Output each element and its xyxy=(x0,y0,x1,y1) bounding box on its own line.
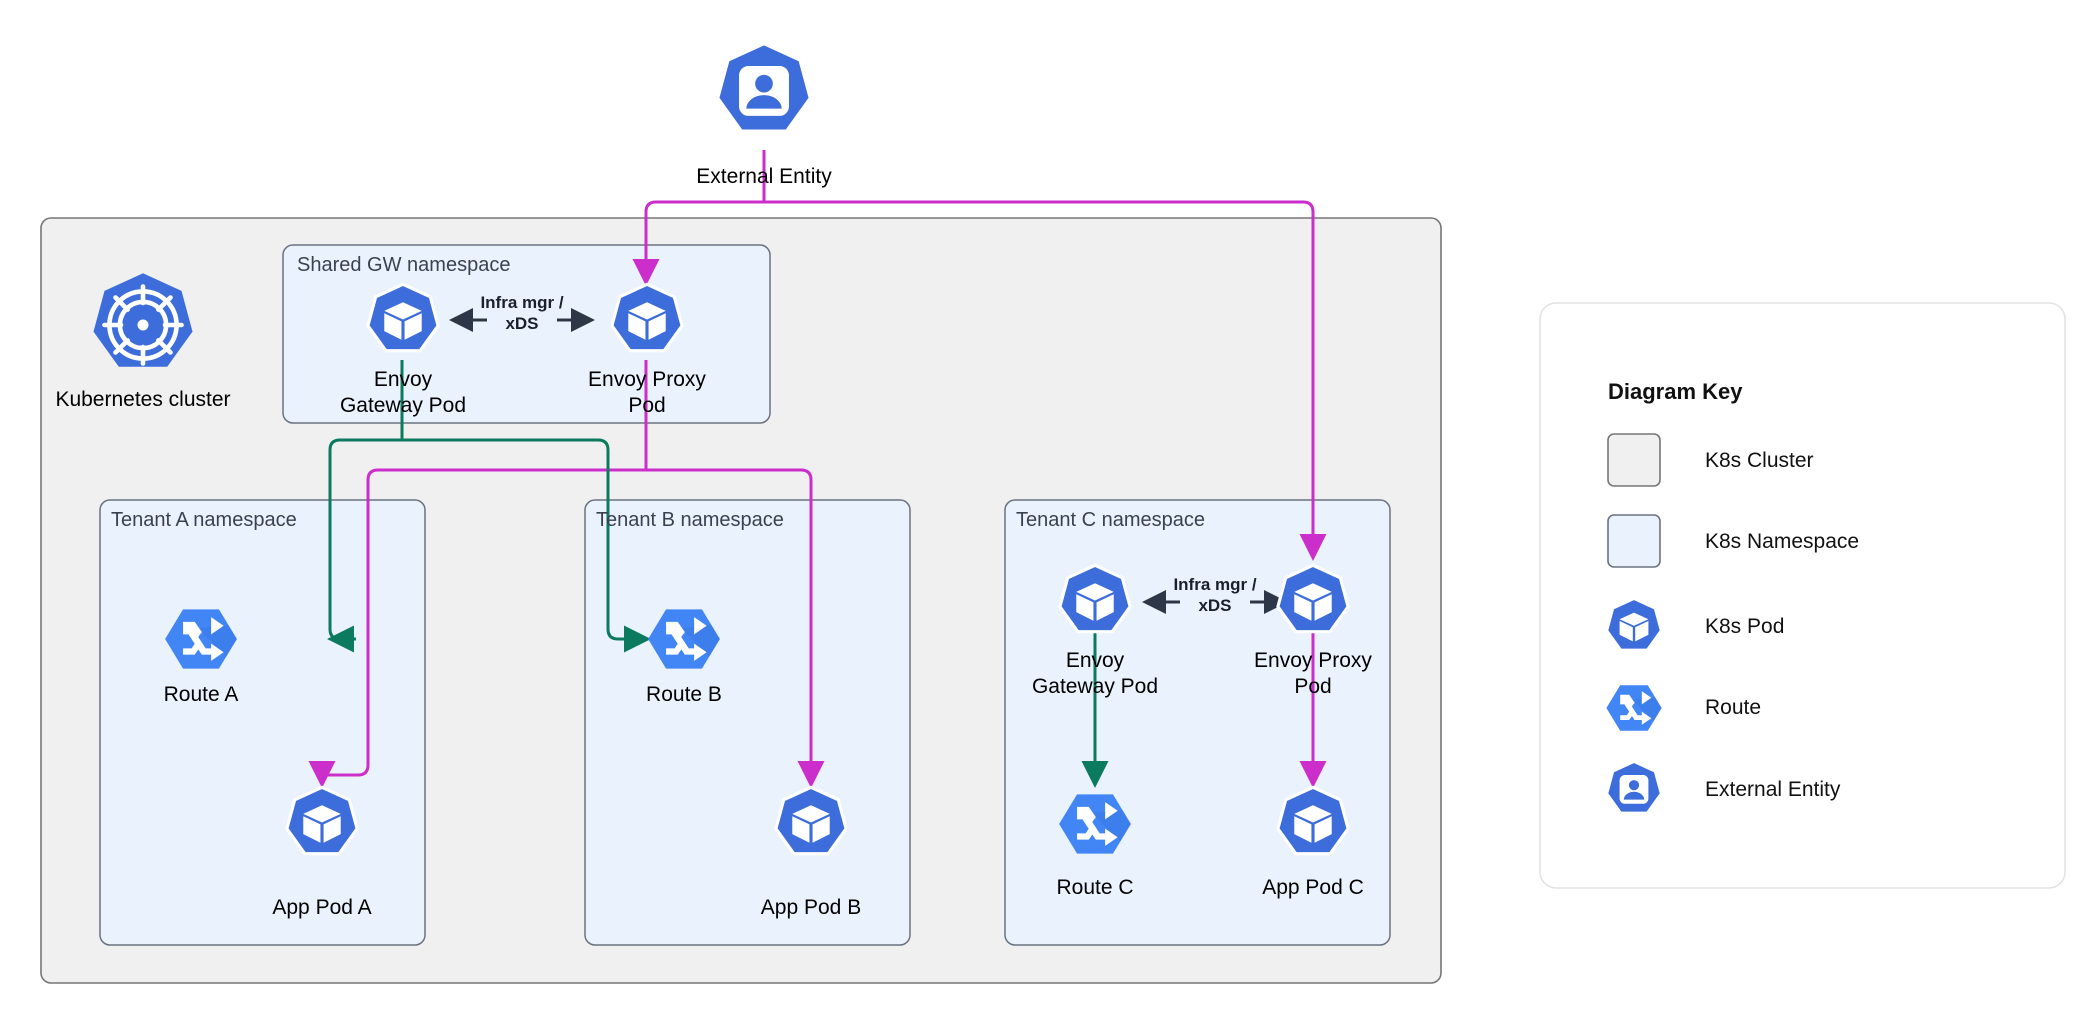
external-entity-icon-legend xyxy=(1605,760,1663,814)
edge-external-to-proxies xyxy=(644,150,1315,552)
k8s-pod-icon-tenc-proxy[interactable] xyxy=(1276,563,1350,634)
k8s-pod-icon-app-b[interactable] xyxy=(774,785,848,856)
legend-label-external-entity: External Entity xyxy=(1705,778,1841,801)
edge-arrow-to-app-pod-a xyxy=(308,761,336,788)
gw-infra-mgr-label: Infra mgr / xDS xyxy=(480,293,564,333)
k8s-pod-icon-legend xyxy=(1605,597,1663,651)
edge-gw-proxy-to-apps xyxy=(331,360,813,777)
legend-label-k8s-pod: K8s Pod xyxy=(1705,615,1785,638)
namespace-box-tenant-a xyxy=(99,499,426,946)
cluster-swatch-icon xyxy=(1607,433,1661,487)
namespace-box-tenant-b xyxy=(584,499,911,946)
k8s-pod-icon-tenc-gateway[interactable] xyxy=(1058,563,1132,634)
k8s-pod-icon-gw-gateway[interactable] xyxy=(366,282,440,353)
external-entity-icon[interactable] xyxy=(717,43,811,131)
namespace-box-tenant-c xyxy=(1004,499,1391,946)
namespace-title-shared-gw: Shared GW namespace xyxy=(297,254,511,276)
namespace-title-tenant-c: Tenant C namespace xyxy=(1016,509,1206,531)
legend-label-k8s-cluster: K8s Cluster xyxy=(1705,449,1814,472)
k8s-pod-icon-app-a[interactable] xyxy=(285,785,359,856)
legend-label-k8s-namespace: K8s Namespace xyxy=(1705,530,1860,553)
namespace-title-tenant-a: Tenant A namespace xyxy=(111,509,297,531)
legend-label-route: Route xyxy=(1705,696,1762,719)
legend-title: Diagram Key xyxy=(1608,379,1743,404)
k8s-pod-icon-app-c[interactable] xyxy=(1276,785,1350,856)
namespace-title-tenant-b: Tenant B namespace xyxy=(596,509,784,531)
tenc-infra-mgr-label: Infra mgr / xDS xyxy=(1173,575,1257,615)
legend-panel xyxy=(1539,302,2066,889)
k8s-pod-icon-gw-proxy[interactable] xyxy=(610,282,684,353)
namespace-swatch-icon xyxy=(1607,514,1661,568)
